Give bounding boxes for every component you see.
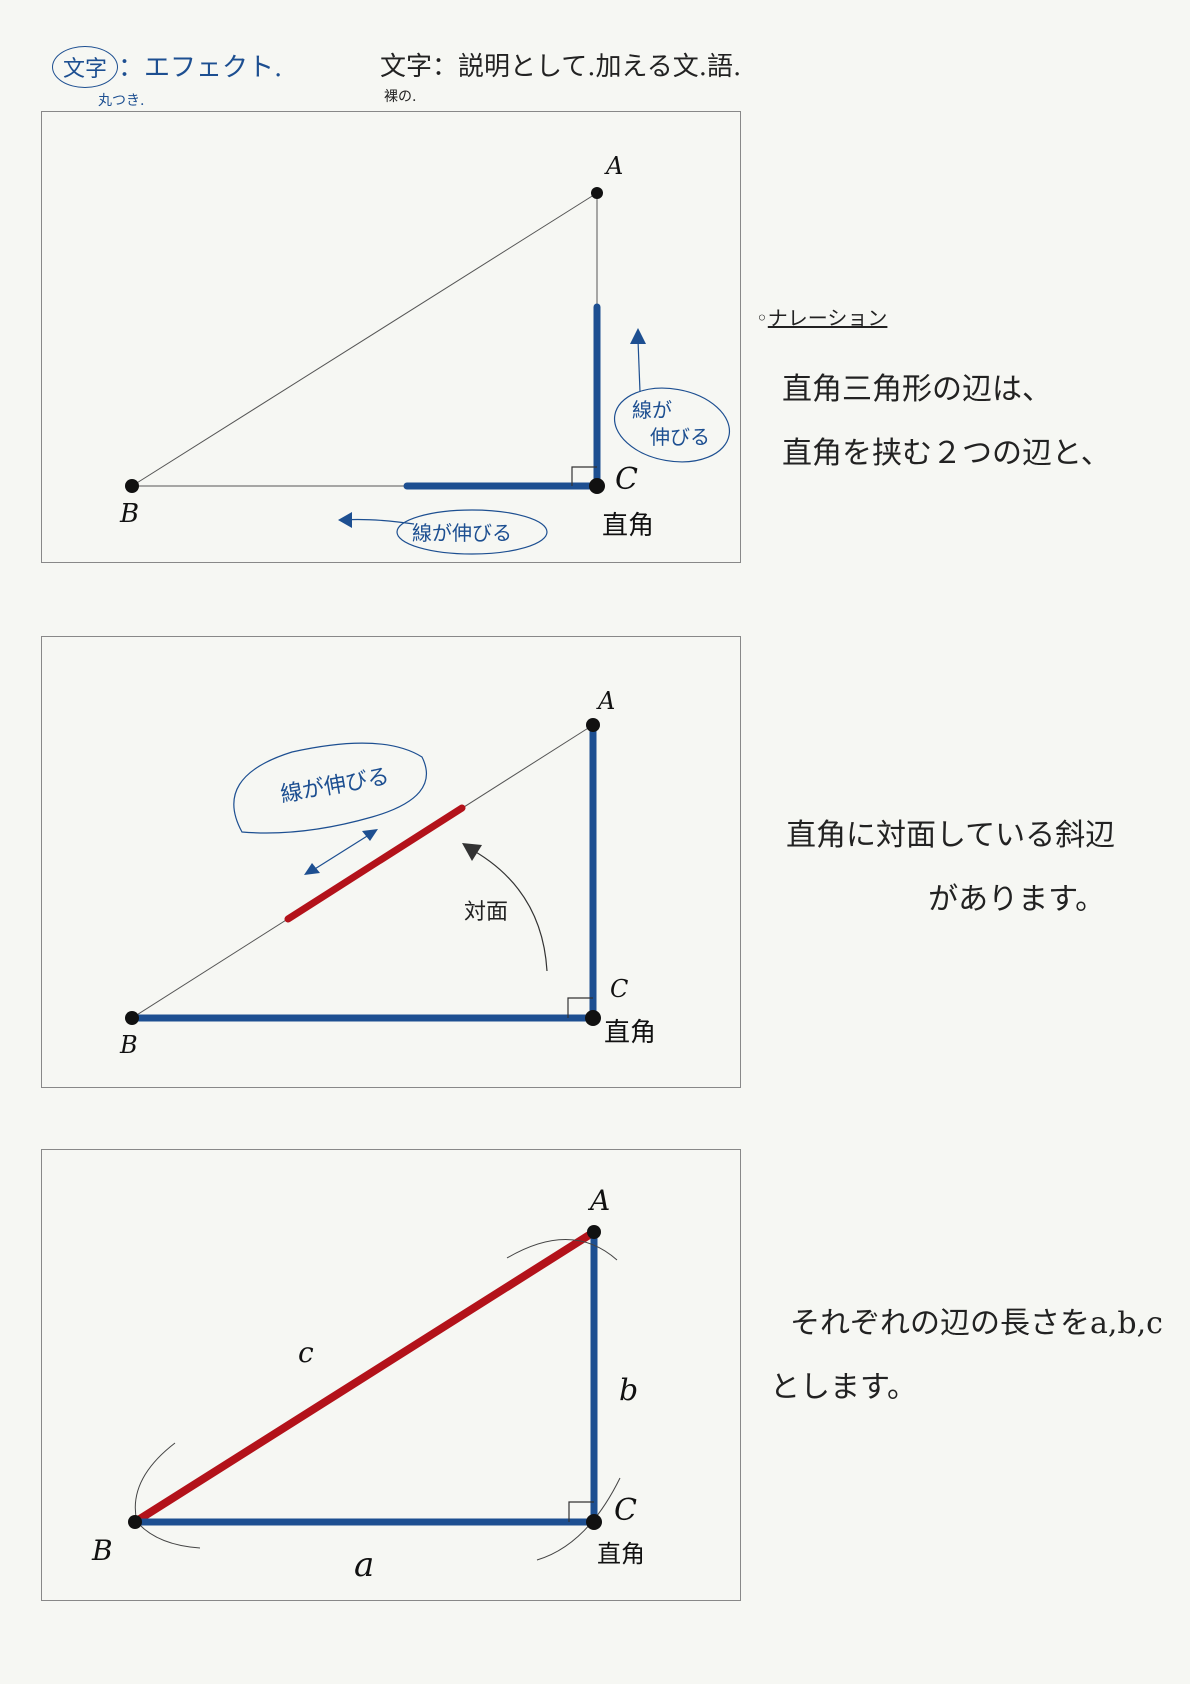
- label-c: C: [614, 1493, 637, 1528]
- arrow-left-head: [338, 512, 352, 528]
- narration-p3-line1: それぞれの辺の長さをa,b,c: [790, 1306, 1163, 1341]
- label-c: C: [615, 462, 638, 497]
- double-arrow-head-1: [304, 863, 320, 875]
- right-angle-mark: [568, 1501, 594, 1522]
- vertex-b-dot: [125, 479, 139, 493]
- double-arrow-line: [309, 832, 373, 873]
- annotation-bubble-horizontal: [396, 509, 548, 555]
- vertex-c-dot: [589, 478, 605, 494]
- label-side-c: c: [298, 1336, 314, 1369]
- vertex-b-dot: [128, 1515, 142, 1529]
- annotation-opposite: 対面: [464, 900, 508, 925]
- opposite-arrow-curve: [466, 846, 548, 972]
- narration-p2-line2: があります。: [928, 882, 1106, 917]
- vertex-b-dot: [125, 1011, 139, 1025]
- label-right-angle: 直角: [602, 511, 654, 541]
- narration-p2-line1: 直角に対面している斜辺: [786, 818, 1116, 853]
- arrow-up-head: [630, 328, 646, 344]
- annotation-bubble-hyp: [233, 742, 427, 834]
- desc-text: 文字：説明として.加える文.語.: [380, 52, 742, 82]
- vertex-a-dot: [587, 1225, 601, 1239]
- label-b: B: [119, 499, 139, 529]
- label-c: C: [610, 975, 628, 1003]
- label-side-b: b: [619, 1373, 638, 1408]
- narration-p1-line2: 直角を挟む２つの辺と、: [782, 436, 1111, 471]
- legend-effect: 文字：エフェクト. 丸つき.: [52, 46, 283, 109]
- storyboard-panel-2: A B C 直角 線が伸びる 対面: [41, 636, 741, 1088]
- narration-block-2: 直角に対面している斜辺 があります。: [786, 804, 1115, 932]
- arc-mark-c: [536, 1477, 621, 1561]
- label-b: B: [119, 1031, 138, 1059]
- annotation-vertical-l1: 線が: [632, 398, 672, 422]
- triangle-diagram-3: A B C 直角 a b c: [91, 1184, 645, 1585]
- arrow-up-line: [637, 339, 641, 393]
- storyboard-panel-1: A B C 直角 線が 伸びる 線が伸びる: [41, 111, 741, 563]
- vertex-c-dot: [585, 1010, 601, 1026]
- annotation-horizontal: 線が伸びる: [412, 521, 512, 545]
- storyboard-panel-3: A B C 直角 a b c: [41, 1149, 741, 1601]
- vertex-a-dot: [591, 187, 603, 199]
- label-a: A: [604, 152, 623, 180]
- effect-note: 丸つき.: [98, 93, 145, 109]
- legend-description: 文字：説明として.加える文.語. 裸の.: [380, 46, 742, 105]
- narration-block-3: それぞれの辺の長さをa,b,c とします。: [770, 1292, 1163, 1420]
- narration-heading-text: ナレーション: [767, 306, 888, 330]
- hypotenuse-c: [131, 1228, 598, 1526]
- double-arrow-head-2: [362, 829, 378, 841]
- right-angle-mark: [567, 997, 593, 1018]
- arc-mark-a: [506, 1239, 618, 1261]
- vertex-c-dot: [586, 1514, 602, 1530]
- annotation-bubble-vertical: [613, 387, 731, 463]
- annotation-vertical-l2: 伸びる: [650, 425, 710, 449]
- narration-heading: ◦ナレーション: [756, 306, 888, 330]
- triangle-diagram-1: A B C 直角 線が 伸びる 線が伸びる: [119, 152, 731, 555]
- label-right-angle: 直角: [597, 1540, 645, 1568]
- narration-p1-line1: 直角三角形の辺は、: [782, 372, 1052, 407]
- opposite-arrow-head: [462, 843, 482, 861]
- label-right-angle: 直角: [604, 1018, 656, 1048]
- effect-text: ：エフェクト.: [118, 53, 283, 83]
- hypotenuse-line: [131, 192, 598, 487]
- hypotenuse-growing-line: [284, 804, 466, 923]
- vertex-a-dot: [586, 718, 600, 732]
- label-side-a: a: [354, 1545, 374, 1585]
- label-a: A: [587, 1184, 610, 1217]
- label-a: A: [596, 687, 615, 715]
- effect-symbol: 文字: [52, 46, 119, 88]
- narration-block-1: 直角三角形の辺は、 直角を挟む２つの辺と、: [782, 358, 1111, 486]
- annotation-vertical: 線が 伸びる: [632, 398, 710, 449]
- arc-mark-b: [134, 1442, 201, 1549]
- triangle-diagram-2: A B C 直角 線が伸びる 対面: [119, 687, 656, 1059]
- right-angle-mark: [571, 466, 597, 486]
- narration-p3-line2: とします。: [770, 1370, 917, 1405]
- label-b: B: [91, 1534, 113, 1567]
- annotation-hyp: 線が伸びる: [279, 764, 392, 808]
- desc-note: 裸の.: [384, 89, 417, 105]
